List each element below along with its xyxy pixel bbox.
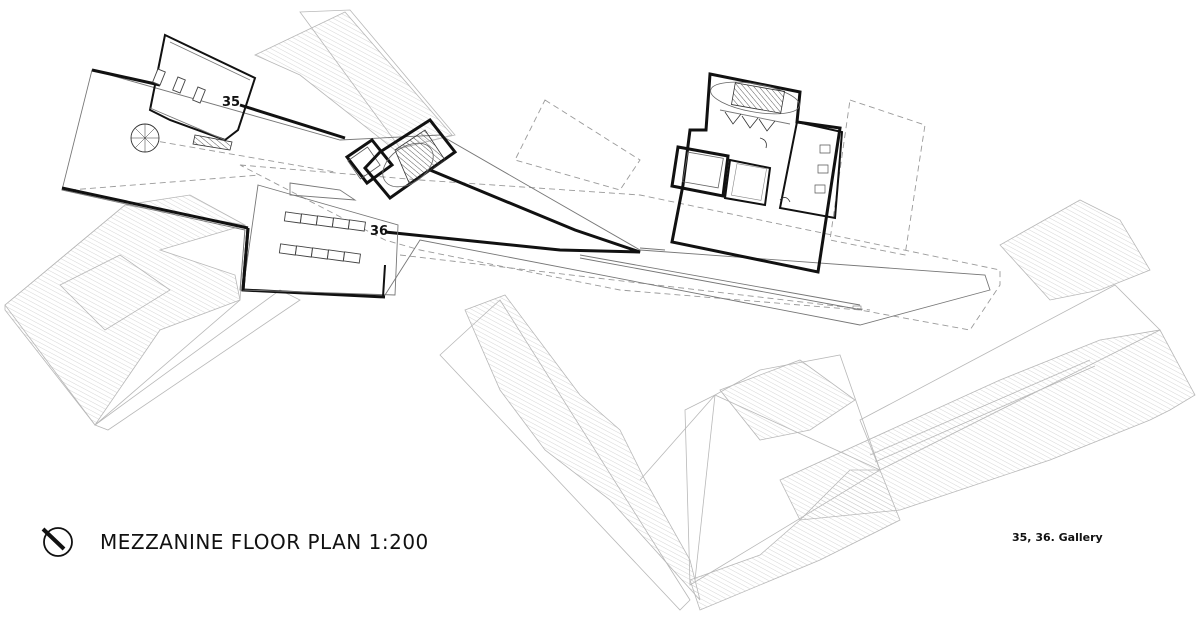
spur-walls [579,247,863,311]
plan-title: MEZZANINE FLOOR PLAN 1:200 [100,530,429,554]
context-building-southeast [719,199,1196,521]
north-arrow-icon [41,527,73,557]
short-stair [192,134,233,151]
room-legend: 35, 36. Gallery [1012,531,1103,544]
central-stair-core [344,118,458,201]
drawing-title-block: MEZZANINE FLOOR PLAN 1:200 [40,522,429,562]
room-label-35: 35 [222,95,240,110]
east-service-core [670,72,844,274]
spiral-staircase [130,123,160,153]
wall-36-east [382,264,386,298]
room-36-display-row-1 [283,211,366,232]
wall-36-west [241,227,250,291]
room-35-display-cases [152,68,206,104]
room-36 [242,182,399,296]
context-building-west [4,194,301,431]
context-building-northwest [254,9,456,151]
context-building-south [439,294,901,611]
room-label-36: 36 [370,224,388,239]
room-36-display-row-2 [278,243,361,264]
